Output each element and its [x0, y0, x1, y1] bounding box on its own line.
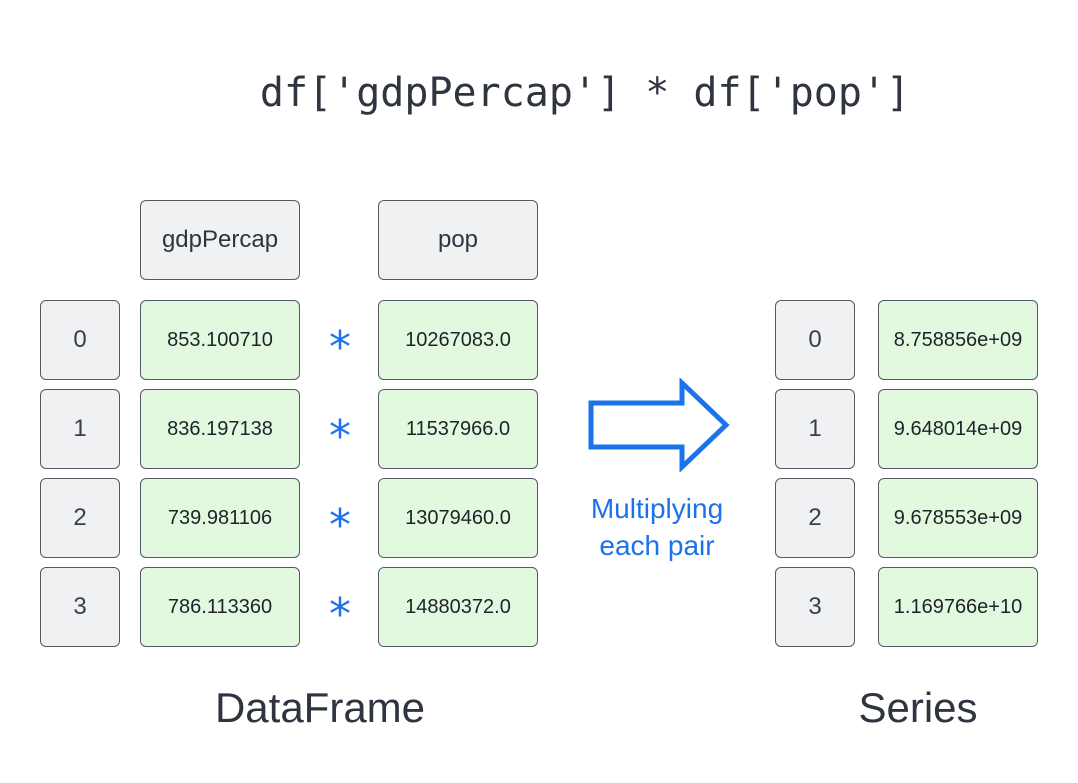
gdppercap-cell: 786.113360 [140, 567, 300, 647]
gdppercap-cell: 739.981106 [140, 478, 300, 558]
dataframe-index-cell: 3 [40, 567, 120, 647]
arrow-caption-line-1: Multiplying [590, 493, 724, 524]
pop-cell: 14880372.0 [378, 567, 538, 647]
pop-cell: 13079460.0 [378, 478, 538, 558]
column-header-pop: pop [378, 200, 538, 280]
arrow-caption: Multiplying each pair [566, 490, 748, 564]
series-index-cell: 1 [775, 389, 855, 469]
series-value-cell: 8.758856e+09 [878, 300, 1038, 380]
multiply-icon: * [329, 589, 351, 640]
series-value-cell: 1.169766e+10 [878, 567, 1038, 647]
pop-cell: 11537966.0 [378, 389, 538, 469]
series-index-cell: 0 [775, 300, 855, 380]
gdppercap-cell: 853.100710 [140, 300, 300, 380]
dataframe-index-cell: 2 [40, 478, 120, 558]
series-index-cell: 2 [775, 478, 855, 558]
arrow-caption-line-2: each pair [599, 530, 715, 561]
dataframe-label: DataFrame [214, 684, 426, 731]
dataframe-index-cell: 0 [40, 300, 120, 380]
multiply-icon: * [329, 500, 351, 551]
dataframe-index-cell: 1 [40, 389, 120, 469]
multiply-icon: * [329, 411, 351, 462]
series-value-cell: 9.648014e+09 [878, 389, 1038, 469]
series-value-cell: 9.678553e+09 [878, 478, 1038, 558]
column-header-gdppercap: gdpPercap [140, 200, 300, 280]
series-index-cell: 3 [775, 567, 855, 647]
gdppercap-cell: 836.197138 [140, 389, 300, 469]
multiply-icon: * [329, 322, 351, 373]
pop-cell: 10267083.0 [378, 300, 538, 380]
right-arrow-icon [588, 378, 730, 472]
code-expression: df['gdpPercap'] * df['pop'] [259, 70, 911, 116]
series-label: Series [858, 684, 978, 731]
